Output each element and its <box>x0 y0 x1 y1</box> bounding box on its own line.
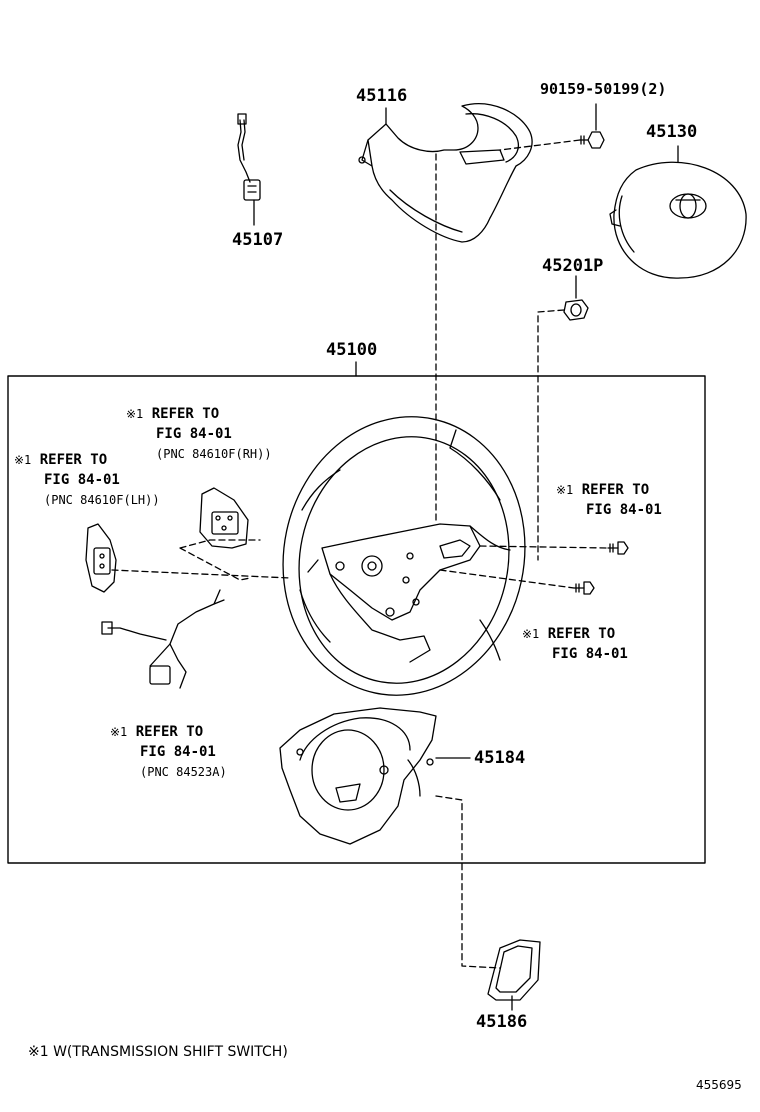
wire-harness-84523a <box>101 589 225 689</box>
screw-right-upper <box>607 541 629 555</box>
part-label-45116: 45116 <box>356 86 408 106</box>
screw-90159-50199 <box>499 103 605 151</box>
dash-wheel-to-screw-lower <box>439 569 575 589</box>
wire-harness-45107 <box>237 113 261 226</box>
ref-note-wire-harness: ※1 REFER TO FIG 84-01 (PNC 84523A) <box>110 724 227 779</box>
nut-45201P <box>537 275 589 561</box>
ref-note-screw-lower: ※1 REFER TO FIG 84-01 <box>522 626 628 662</box>
part-label-45186: 45186 <box>476 1012 528 1032</box>
part-label-90159-50199: 90159-50199(2) <box>540 80 667 98</box>
figure-id: 455695 <box>696 1078 742 1092</box>
part-label-45184: 45184 <box>474 748 526 768</box>
bezel-45186 <box>487 939 541 1011</box>
part-label-45130: 45130 <box>646 122 698 142</box>
ref-note-screw-upper: ※1 REFER TO FIG 84-01 <box>556 482 662 518</box>
part-label-45107: 45107 <box>232 230 284 250</box>
footnote: ※1 W(TRANSMISSION SHIFT SWITCH) <box>28 1044 288 1060</box>
lower-cover-45184 <box>279 707 437 845</box>
part-label-45100: 45100 <box>326 340 378 360</box>
screw-right-lower <box>573 581 595 595</box>
dash-switches <box>111 539 291 581</box>
ref-note-lh-switch: ※1 REFER TO FIG 84-01 (PNC 84610F(LH)) <box>14 452 160 507</box>
airbag-45130 <box>609 145 747 279</box>
steering-wheel-45100 <box>282 416 526 696</box>
switch-rh <box>199 487 249 549</box>
dash-wheel-to-screw-right <box>479 545 609 549</box>
part-label-45201P: 45201P <box>542 256 604 276</box>
switch-lh <box>85 523 117 593</box>
cover-45116 <box>358 103 533 243</box>
ref-note-rh-switch: ※1 REFER TO FIG 84-01 (PNC 84610F(RH)) <box>126 406 272 461</box>
dash-45184-to-45186 <box>435 795 501 969</box>
